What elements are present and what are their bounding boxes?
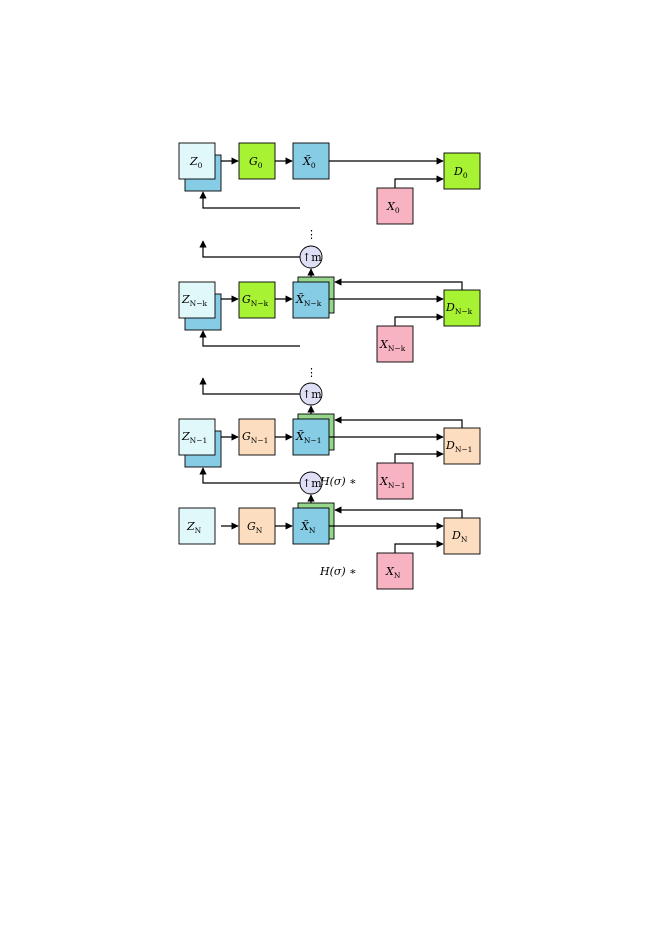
arrow-xk-to-dk bbox=[394, 313, 444, 326]
generator-gn-label: GN bbox=[247, 520, 263, 535]
fake-xhat0-box bbox=[292, 142, 330, 180]
fake-xhat-n-1-label: X̃N−1 bbox=[295, 430, 321, 445]
noise-zk-box bbox=[178, 281, 216, 319]
discriminator-dn-box bbox=[443, 517, 481, 555]
discriminator-d0-box bbox=[443, 152, 481, 190]
noise-zk-label: ZN−k bbox=[181, 293, 208, 308]
real-xn-box bbox=[376, 552, 414, 590]
ellipsis-top: ⋮ bbox=[306, 228, 317, 241]
arrow-d-n-1-feedback bbox=[334, 416, 463, 428]
discriminator-d-n-1-label: DN−1 bbox=[445, 439, 472, 454]
noise-z0-box bbox=[178, 142, 216, 180]
fake-xhat-n-1-box bbox=[292, 418, 330, 456]
ellipsis-middle: ⋮ bbox=[306, 366, 317, 379]
generator-g0-label: G0 bbox=[249, 155, 263, 170]
arrow-upsample-k-up bbox=[199, 240, 300, 258]
arrow-dn-feedback bbox=[334, 506, 463, 518]
noise-z0-label: Z0 bbox=[189, 155, 203, 170]
discriminator-dn-label: DN bbox=[451, 529, 468, 544]
arrow-feedback-row-k bbox=[199, 330, 300, 347]
fake-xhatk-box bbox=[292, 281, 330, 319]
row-scale-n-1: ZN−1 GN−1 X̃N−1 DN−1 XN−1 H(σ) ∗ bbox=[178, 413, 481, 500]
generator-gn-box bbox=[238, 507, 276, 545]
upsample-label-k: ↑m bbox=[302, 251, 322, 264]
real-x-n-1-label: XN−1 bbox=[379, 475, 405, 490]
generator-gk-box bbox=[238, 281, 276, 319]
arrow-xn-to-dn bbox=[394, 540, 444, 553]
blur-operator-n: H(σ) ∗ bbox=[319, 565, 357, 578]
noise-z-n-1-label: ZN−1 bbox=[181, 430, 207, 445]
upsample-label-n: ↑m bbox=[302, 477, 322, 490]
generator-gk-label: GN−k bbox=[242, 293, 269, 308]
noise-zn-label: ZN bbox=[186, 520, 202, 535]
upsample-label-n-1: ↑m bbox=[302, 388, 322, 401]
real-xk-box bbox=[376, 325, 414, 363]
real-x0-label: X0 bbox=[386, 200, 400, 215]
arrow-upsample-n-up bbox=[199, 467, 300, 484]
row-scale-n: ZN GN X̃N DN XN H(σ) ∗ bbox=[178, 502, 481, 590]
row-scale-0: Z0 G0 X̃0 D0 X0 bbox=[178, 142, 481, 225]
discriminator-dk-label: DN−k bbox=[445, 301, 473, 316]
real-x0-box bbox=[376, 187, 414, 225]
discriminator-d0-label: D0 bbox=[453, 165, 468, 180]
fake-xhatn-label: X̃N bbox=[300, 520, 316, 535]
real-xn-label: XN bbox=[385, 565, 401, 580]
blur-operator-n-1: H(σ) ∗ bbox=[319, 475, 357, 488]
noise-zn-box bbox=[178, 507, 216, 545]
arrow-x-n-1-to-d-n-1 bbox=[394, 450, 444, 463]
upsample-row-n-1: ↑m bbox=[199, 377, 323, 415]
discriminator-d-n-1-box bbox=[443, 427, 481, 465]
generator-g-n-1-label: GN−1 bbox=[242, 430, 268, 445]
real-xk-label: XN−k bbox=[379, 338, 406, 353]
arrow-x0-to-d0 bbox=[394, 175, 444, 188]
real-x-n-1-box bbox=[376, 462, 414, 500]
arrow-feedback-row0 bbox=[199, 191, 300, 209]
generator-g-n-1-box bbox=[238, 418, 276, 456]
arrow-dk-feedback bbox=[334, 278, 463, 290]
fake-xhat0-label: X̃0 bbox=[302, 155, 316, 170]
upsample-row-k: ↑m bbox=[199, 240, 323, 278]
arrow-upsample-n-1-up bbox=[199, 377, 300, 395]
discriminator-dk-box bbox=[443, 289, 481, 327]
fake-xhatk-label: X̃N−k bbox=[295, 293, 322, 308]
noise-z-n-1-box bbox=[178, 418, 216, 456]
row-scale-n-k: ZN−k GN−k X̃N−k DN−k XN−k bbox=[178, 276, 481, 363]
upsample-row-n: ↑m bbox=[199, 467, 323, 507]
